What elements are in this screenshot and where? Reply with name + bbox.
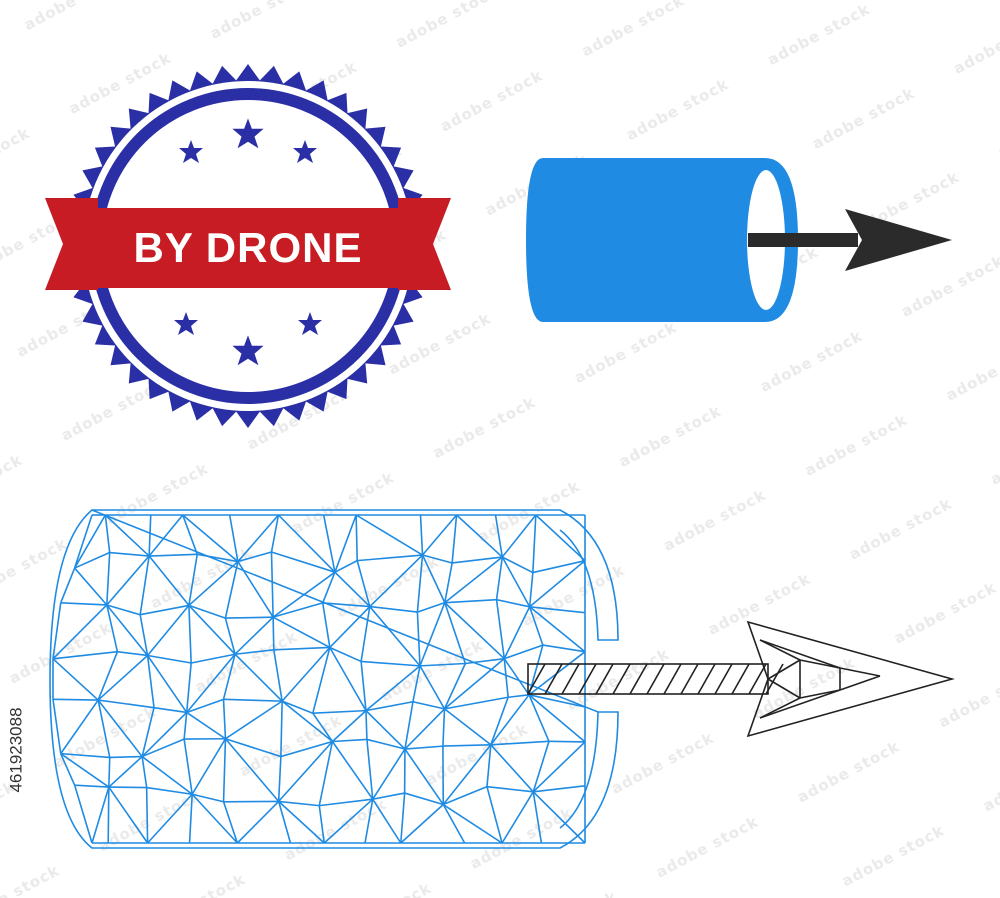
mesh-cylinder [49,509,619,849]
star-icons [174,118,322,366]
stock-id: 461923088 [7,707,26,793]
solid-arrow [748,209,952,271]
stamp-text: BY DRONE [134,224,363,271]
mesh-arrow [527,620,955,738]
ribbon: BY DRONE [45,198,451,290]
